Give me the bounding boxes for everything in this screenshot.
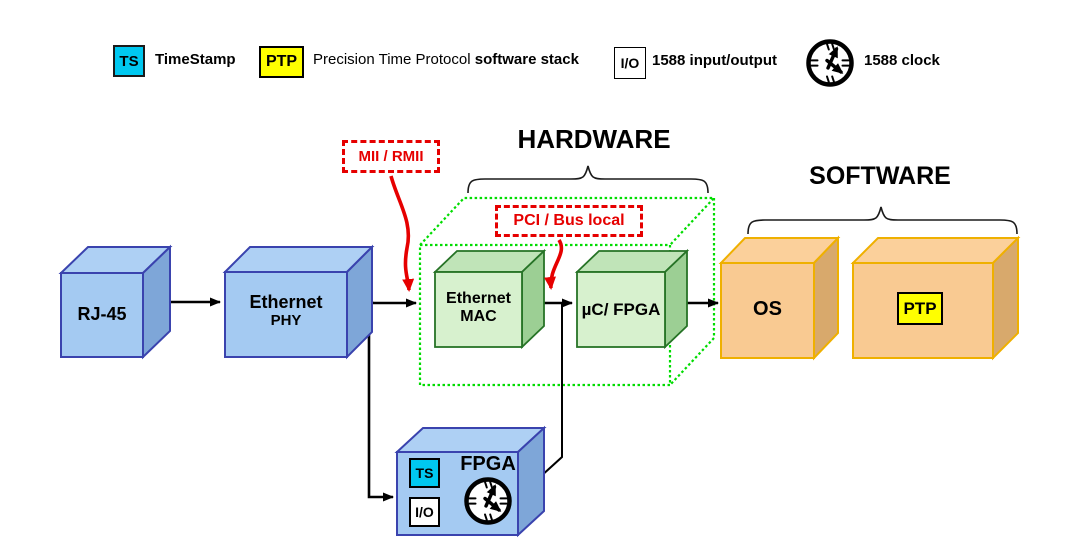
legend-ts-badge: TS <box>113 45 145 77</box>
fpga-label: FPGA <box>460 453 516 475</box>
rj45-box <box>58 244 173 360</box>
hardware-title: HARDWARE <box>517 124 671 154</box>
software-brace <box>747 206 1018 235</box>
1588-clock-fpga-icon <box>467 480 510 523</box>
mii-bus-arrow <box>389 175 415 292</box>
uc-fpga-label: µC/ FPGA <box>581 300 661 319</box>
1588-clock-legend-icon <box>809 42 852 85</box>
pci-bus-label: PCI / Bus local <box>495 205 643 237</box>
legend-ts-label: TimeStamp <box>155 51 236 68</box>
ethernet-mac-label: Ethernet MAC <box>435 290 522 327</box>
legend-io-badge: I/O <box>614 47 646 79</box>
ethernet-mac-line2: MAC <box>460 308 497 326</box>
arrow-phy-down-to-fpga <box>367 303 394 502</box>
software-title: SOFTWARE <box>809 162 951 190</box>
ethernet-mac-box <box>432 248 547 350</box>
os-box <box>718 235 841 361</box>
pci-bus-arrow <box>544 239 564 290</box>
fpga-io-badge: I/O <box>409 497 440 527</box>
legend-io-label: 1588 input/output <box>652 52 777 69</box>
ethernet-phy-box <box>222 244 375 360</box>
ptp-badge: PTP <box>897 292 943 325</box>
fpga-ts-badge: TS <box>409 458 440 488</box>
os-label: OS <box>753 298 782 320</box>
ethernet-mac-line1: Ethernet <box>446 290 511 307</box>
legend-ptp-label-bold: software stack <box>474 51 579 68</box>
ethernet-phy-label: Ethernet PHY <box>225 292 347 329</box>
uc-fpga-box <box>574 248 690 350</box>
legend-clock-label: 1588 clock <box>864 52 940 69</box>
ethernet-phy-line1: Ethernet <box>249 292 323 312</box>
rj45-label: RJ-45 <box>77 304 127 324</box>
legend-ptp-label-regular: Precision Time Protocol <box>313 51 471 68</box>
mii-bus-label: MII / RMII <box>342 140 440 173</box>
ethernet-phy-line2: PHY <box>270 311 302 329</box>
legend-ptp-badge: PTP <box>259 46 304 78</box>
legend-ptp-label: Precision Time Protocol software stack <box>313 51 579 68</box>
hardware-brace <box>467 165 709 194</box>
